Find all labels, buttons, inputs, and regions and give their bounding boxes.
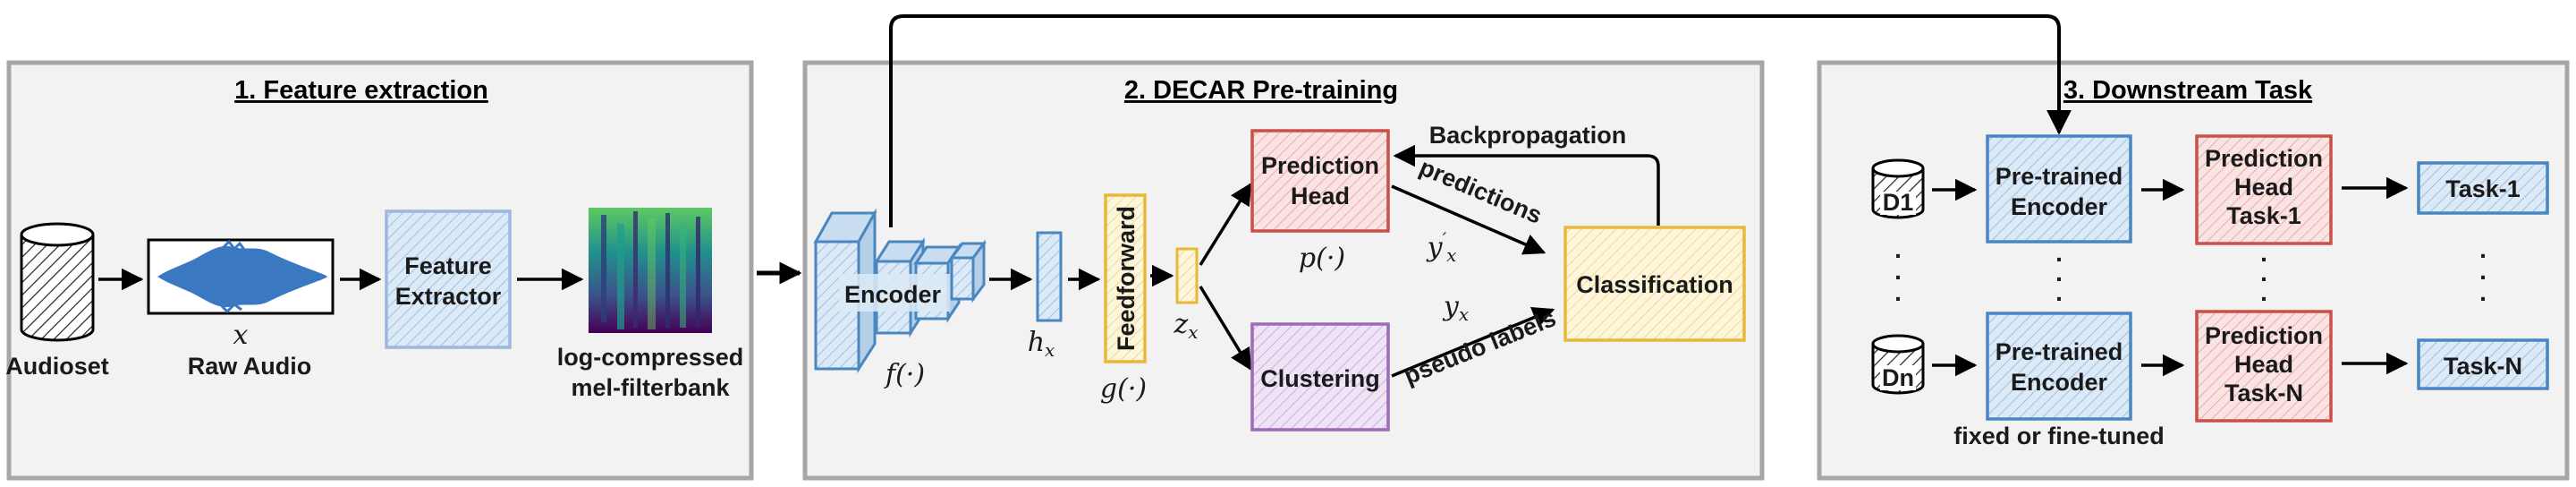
prediction-head-task-n-box bbox=[2195, 310, 2333, 423]
svg-text:.: . bbox=[1894, 278, 1902, 306]
panel-title-decar-pretraining: 2. DECAR Pre-training bbox=[1124, 76, 1398, 105]
mel-spectrogram-image bbox=[589, 208, 712, 333]
arrow-zx-to-clustering bbox=[1199, 286, 1252, 372]
svg-text:.: . bbox=[2055, 259, 2063, 286]
fixed-or-fine-tuned-note: fixed or fine-tuned bbox=[1953, 423, 2165, 449]
raw-audio-label: Raw Audio bbox=[188, 353, 312, 380]
task-1-label: Task-1 bbox=[2445, 175, 2521, 202]
feedforward-label: Feedforward bbox=[1113, 206, 1140, 351]
pretrained-encoder-n-label-1: Pre-trained bbox=[1996, 338, 2123, 365]
svg-text:.: . bbox=[2055, 278, 2063, 306]
feature-extractor-box bbox=[385, 209, 512, 349]
head-task-n-label-3: Task-N bbox=[2224, 380, 2303, 406]
head-task-n-label-2: Head bbox=[2234, 351, 2293, 378]
classification-box bbox=[1563, 226, 1746, 342]
audioset-label: Audioset bbox=[5, 353, 109, 380]
ellipsis-heads: . . . bbox=[2260, 239, 2267, 306]
classification-label: Classification bbox=[1576, 271, 1733, 298]
d1-database-icon bbox=[1871, 158, 1925, 219]
prediction-head-task-1-box bbox=[2195, 134, 2333, 245]
dn-label: Dn bbox=[1882, 364, 1914, 391]
pretrained-encoder-box-n bbox=[1986, 312, 2132, 421]
prediction-head-label-2: Head bbox=[1291, 183, 1350, 209]
arrow-encoder-transfer bbox=[889, 14, 2072, 227]
hx-embedding-bar bbox=[1036, 231, 1063, 322]
svg-text:.: . bbox=[2260, 259, 2267, 286]
arrow-predictions bbox=[1391, 184, 1546, 255]
zx-embedding-bar bbox=[1175, 247, 1199, 304]
feedforward-function-label: g(·) bbox=[1100, 373, 1147, 405]
pretrained-encoder-box-1 bbox=[1986, 134, 2132, 244]
ellipsis-datasets: . . . bbox=[1894, 235, 1902, 306]
zx-symbol: zx bbox=[1173, 309, 1198, 343]
spectrogram-label-2: mel-filterbank bbox=[571, 374, 730, 401]
svg-text:.: . bbox=[1894, 257, 1902, 285]
raw-audio-waveform bbox=[147, 238, 335, 315]
pretrained-encoder-n-label-2: Encoder bbox=[2011, 369, 2108, 396]
clustering-box bbox=[1250, 322, 1390, 431]
svg-text:.: . bbox=[2479, 278, 2487, 306]
task-n-label: Task-N bbox=[2444, 353, 2522, 380]
head-task-n-label-1: Prediction bbox=[2205, 322, 2323, 349]
feedforward-box bbox=[1104, 193, 1147, 363]
audioset-database-icon bbox=[20, 222, 95, 342]
encoder-block bbox=[813, 208, 987, 374]
head-task-1-label-2: Head bbox=[2234, 174, 2293, 201]
prediction-function-label: p(·) bbox=[1299, 243, 1345, 274]
spectrogram-label-1: log-compressed bbox=[557, 344, 744, 371]
encoder-function-label: f(·) bbox=[884, 359, 925, 390]
panel-title-feature-extraction: 1. Feature extraction bbox=[234, 76, 488, 105]
arrow-pseudo-labels bbox=[1391, 307, 1555, 378]
dn-database-icon bbox=[1871, 334, 1925, 395]
raw-audio-symbol: x bbox=[233, 320, 249, 351]
svg-text:.: . bbox=[2479, 235, 2487, 263]
feature-extractor-label-2: Extractor bbox=[395, 283, 502, 310]
svg-text:.: . bbox=[2479, 257, 2487, 285]
pretrained-encoder-1-label-1: Pre-trained bbox=[1996, 163, 2123, 190]
prediction-head-box bbox=[1250, 129, 1390, 233]
svg-text:.: . bbox=[2055, 239, 2063, 267]
pretrained-encoder-1-label-2: Encoder bbox=[2011, 193, 2108, 220]
hx-symbol: hx bbox=[1028, 327, 1055, 361]
prediction-head-label-1: Prediction bbox=[1261, 152, 1379, 179]
encoder-label: Encoder bbox=[844, 281, 942, 308]
ellipsis-tasks: . . . bbox=[2479, 235, 2487, 306]
feature-extractor-label-1: Feature bbox=[404, 252, 492, 279]
task-1-box bbox=[2417, 161, 2549, 215]
svg-text:.: . bbox=[1894, 235, 1902, 263]
backpropagation-label: Backpropagation bbox=[1429, 122, 1627, 149]
y-prime-symbol: y′x bbox=[1426, 228, 1457, 266]
svg-text:.: . bbox=[2260, 239, 2267, 267]
head-task-1-label-1: Prediction bbox=[2205, 145, 2323, 172]
d1-label: D1 bbox=[1883, 189, 1914, 216]
panel-downstream-task: 3. Downstream Task bbox=[1817, 60, 2570, 481]
clustering-label: Clustering bbox=[1260, 365, 1380, 392]
arrow-backpropagation bbox=[1393, 144, 1660, 226]
arrow-zx-to-prediction bbox=[1199, 182, 1252, 266]
panel-title-downstream-task: 3. Downstream Task bbox=[2063, 76, 2313, 105]
svg-text:.: . bbox=[2260, 278, 2267, 306]
head-task-1-label-3: Task-1 bbox=[2226, 202, 2301, 229]
ellipsis-encoders: . . . bbox=[2055, 239, 2063, 306]
y-symbol: yx bbox=[1442, 291, 1469, 325]
task-n-box bbox=[2417, 338, 2549, 390]
